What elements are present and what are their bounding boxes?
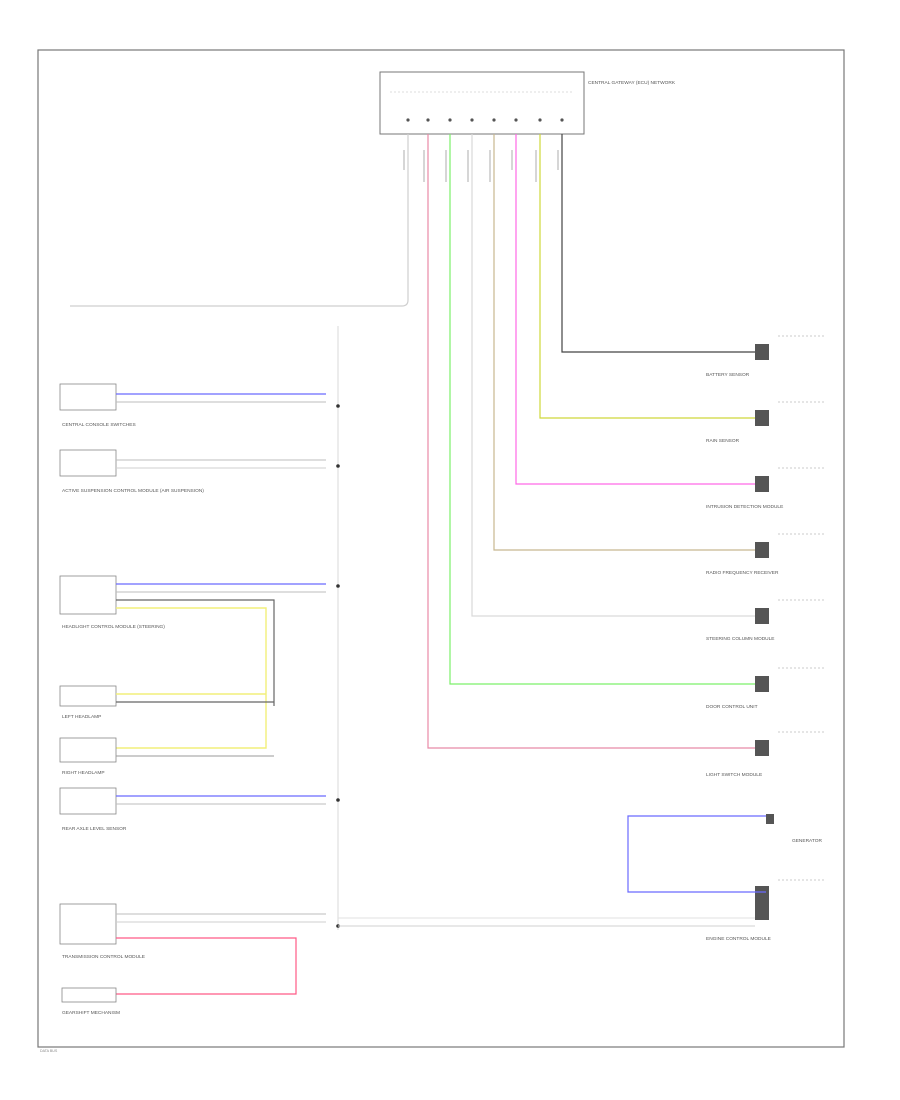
svg-text:GENERATOR: GENERATOR xyxy=(792,838,822,844)
svg-text:BATTERY SENSOR: BATTERY SENSOR xyxy=(706,372,750,378)
svg-text:RIGHT HEADLAMP: RIGHT HEADLAMP xyxy=(62,770,105,776)
transmission-control-module: TRANSMISSION CONTROL MODULE xyxy=(59,903,326,995)
central-module: CENTRAL GATEWAY (ECU) NETWORK xyxy=(379,71,676,135)
radio-frequency-receiver: RADIO FREQUENCY RECEIVER xyxy=(706,533,826,576)
svg-text:RADIO FREQUENCY RECEIVER: RADIO FREQUENCY RECEIVER xyxy=(706,570,779,576)
svg-text:ACTIVE SUSPENSION CONTROL MODU: ACTIVE SUSPENSION CONTROL MODULE (AIR SU… xyxy=(62,488,204,494)
svg-text:GEARSHIFT MECHANISM: GEARSHIFT MECHANISM xyxy=(62,1010,120,1016)
svg-text:TRANSMISSION CONTROL MODULE: TRANSMISSION CONTROL MODULE xyxy=(62,954,145,960)
wire-black-battery xyxy=(561,134,768,353)
wire-white-main xyxy=(70,134,409,307)
light-switch-module: LIGHT SWITCH MODULE xyxy=(706,731,826,778)
central-wire-label-ticks xyxy=(403,150,559,182)
active-suspension-module: ACTIVE SUSPENSION CONTROL MODULE (AIR SU… xyxy=(59,449,326,494)
svg-text:REAR AXLE LEVEL SENSOR: REAR AXLE LEVEL SENSOR xyxy=(62,826,127,832)
engine-control-module: ENGINE CONTROL MODULE xyxy=(706,879,826,942)
headlight-control-module: HEADLIGHT CONTROL MODULE (STEERING) xyxy=(59,575,326,749)
footer-code: DATA BUS xyxy=(40,1049,58,1053)
right-components: BATTERY SENSOR RAIN SENSOR INTRUSION DET… xyxy=(706,335,826,942)
central-console-switches: CENTRAL CONSOLE SWITCHES xyxy=(59,383,326,428)
gearshift-mechanism: GEARSHIFT MECHANISM xyxy=(61,987,120,1016)
left-headlamp: LEFT HEADLAMP xyxy=(59,685,274,720)
svg-text:ENGINE CONTROL MODULE: ENGINE CONTROL MODULE xyxy=(706,936,771,942)
wire-blue-generator-loop xyxy=(627,815,766,893)
left-components: CENTRAL CONSOLE SWITCHES ACTIVE SUSPENSI… xyxy=(59,383,326,1016)
wire-white-steering xyxy=(471,134,768,617)
steering-column-module: STEERING COLUMN MODULE xyxy=(706,599,826,642)
wire-tan-radio xyxy=(493,134,768,551)
rear-axle-level-sensor: REAR AXLE LEVEL SENSOR xyxy=(59,787,326,832)
svg-text:LIGHT SWITCH MODULE: LIGHT SWITCH MODULE xyxy=(706,772,762,778)
wire-pink-intrusion xyxy=(515,134,768,485)
central-module-pins xyxy=(406,118,564,122)
central-module-title: CENTRAL GATEWAY (ECU) NETWORK xyxy=(588,80,676,86)
wire-green-door xyxy=(449,134,768,685)
svg-text:HEADLIGHT CONTROL MODULE (STEE: HEADLIGHT CONTROL MODULE (STEERING) xyxy=(62,624,165,630)
generator: GENERATOR xyxy=(766,814,822,844)
right-headlamp: RIGHT HEADLAMP xyxy=(59,737,274,776)
intrusion-detection-module: INTRUSION DETECTION MODULE xyxy=(706,467,826,510)
battery-sensor: BATTERY SENSOR xyxy=(706,335,826,378)
diagram-frame xyxy=(37,49,845,1048)
central-wires xyxy=(70,134,768,749)
wire-red-lightswitch xyxy=(427,134,768,749)
svg-text:INTRUSION DETECTION MODULE: INTRUSION DETECTION MODULE xyxy=(706,504,783,510)
rain-sensor: RAIN SENSOR xyxy=(706,401,826,444)
left-bus xyxy=(336,326,340,930)
svg-text:RAIN SENSOR: RAIN SENSOR xyxy=(706,438,740,444)
door-control-unit: DOOR CONTROL UNIT xyxy=(706,667,826,710)
svg-text:STEERING COLUMN MODULE: STEERING COLUMN MODULE xyxy=(706,636,775,642)
svg-text:LEFT HEADLAMP: LEFT HEADLAMP xyxy=(62,714,101,720)
svg-text:DOOR CONTROL UNIT: DOOR CONTROL UNIT xyxy=(706,704,758,710)
wire-yellow-rain xyxy=(539,134,768,419)
svg-text:CENTRAL CONSOLE SWITCHES: CENTRAL CONSOLE SWITCHES xyxy=(62,422,136,428)
